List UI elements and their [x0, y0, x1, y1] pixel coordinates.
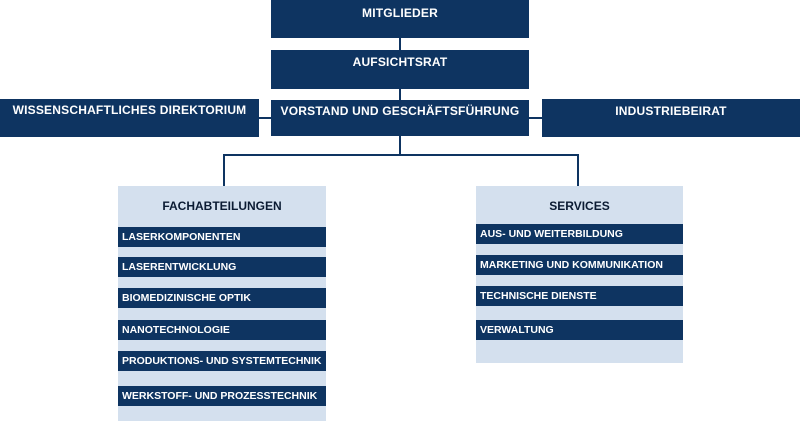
list-item-nanotechnologie: NANOTECHNOLOGIE [118, 320, 326, 340]
services-title: SERVICES [549, 199, 610, 213]
services-panel: SERVICES AUS- UND WEITERBILDUNG MARKETIN… [476, 186, 683, 363]
list-item-produktions-systemtechnik: PRODUKTIONS- UND SYSTEMTECHNIK [118, 351, 326, 371]
list-item-verwaltung: VERWALTUNG [476, 320, 683, 340]
connector-vorstand-down [399, 136, 401, 155]
vorstand-box: VORSTAND UND GESCHÄFTSFÜHRUNG [271, 100, 529, 136]
aufsichtsrat-box: AUFSICHTSRAT [271, 50, 529, 89]
list-item-biomedizinische-optik: BIOMEDIZINISCHE OPTIK [118, 288, 326, 308]
mitglieder-box: MITGLIEDER [271, 0, 529, 38]
list-item-werkstoff-prozesstechnik: WERKSTOFF- UND PROZESSTECHNIK [118, 386, 326, 406]
vorstand-label: VORSTAND UND GESCHÄFTSFÜHRUNG [280, 104, 520, 118]
aufsichtsrat-label: AUFSICHTSRAT [352, 55, 448, 69]
industriebeirat-label: INDUSTRIEBEIRAT [615, 104, 727, 118]
list-item-technische-dienste: TECHNISCHE DIENSTE [476, 286, 683, 306]
list-item-aus-weiterbildung: AUS- UND WEITERBILDUNG [476, 224, 683, 244]
connector-branch-right [577, 154, 579, 186]
fachabteilungen-panel: FACHABTEILUNGEN LASERKOMPONENTEN LASEREN… [118, 186, 326, 421]
industriebeirat-box: INDUSTRIEBEIRAT [542, 99, 800, 137]
connector-mitglieder-aufsichtsrat [399, 38, 401, 50]
direktorium-box: WISSENSCHAFTLICHES DIREKTORIUM [0, 99, 259, 137]
list-item-laserkomponenten: LASERKOMPONENTEN [118, 227, 326, 247]
list-item-marketing-kommunikation: MARKETING UND KOMMUNIKATION [476, 255, 683, 275]
connector-branch-horizontal [223, 154, 579, 156]
fachabteilungen-title: FACHABTEILUNGEN [162, 199, 282, 213]
connector-branch-left [223, 154, 225, 186]
connector-aufsichtsrat-vorstand [399, 89, 401, 100]
mitglieder-label: MITGLIEDER [362, 6, 438, 20]
list-item-laserentwicklung: LASERENTWICKLUNG [118, 257, 326, 277]
direktorium-label: WISSENSCHAFTLICHES DIREKTORIUM [12, 103, 247, 117]
